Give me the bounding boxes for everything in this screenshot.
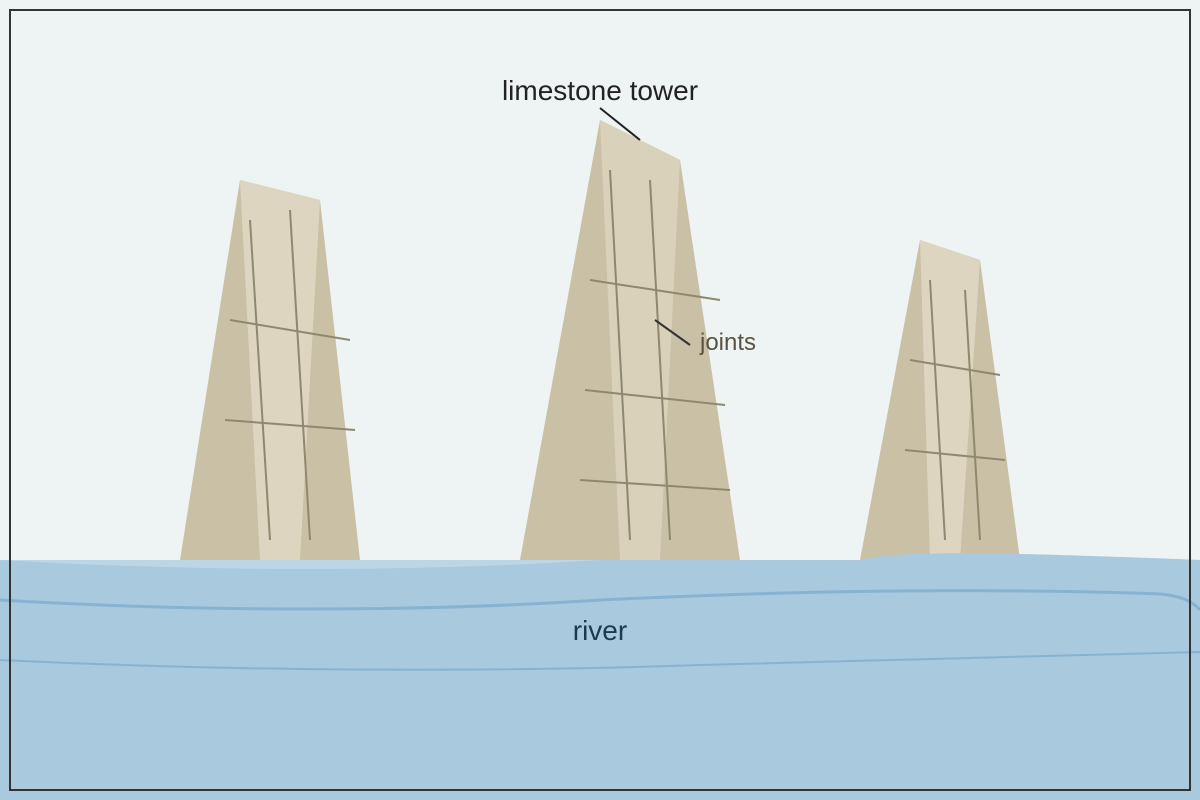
tower-middle-joints (579, 169, 731, 541)
joints-leader-line (654, 319, 691, 346)
tower-right-light-face (920, 240, 980, 560)
joint-line (904, 449, 1006, 461)
tower-right-joints (904, 279, 1006, 541)
joint-line (909, 359, 1001, 376)
tower-middle-light-face (600, 120, 680, 560)
tower-left (180, 180, 360, 560)
joint-line (609, 169, 631, 541)
river-highlight (0, 560, 600, 569)
joints-label: joints (699, 329, 756, 356)
tower-middle (520, 120, 740, 560)
river-body (0, 553, 1200, 800)
joint-line (584, 389, 726, 406)
river-water (0, 553, 1200, 800)
joint-line (229, 319, 351, 341)
diagram-frame (9, 9, 1191, 791)
river-label: river (573, 615, 627, 646)
tower-left-joints (224, 209, 356, 541)
tower-label: limestone tower (502, 75, 698, 106)
joint-line (249, 219, 271, 541)
joint-line (579, 479, 731, 491)
joint-line (964, 289, 981, 541)
joint-line (289, 209, 311, 541)
joint-line (224, 419, 356, 431)
joint-line (929, 279, 946, 541)
river-ripple (0, 651, 1200, 671)
river-ripple (0, 589, 1200, 611)
tower-right (860, 240, 1020, 560)
joint-line (649, 179, 671, 541)
joint-line (589, 279, 721, 301)
tower-leader-line (599, 107, 641, 141)
tower-left-light-face (240, 180, 320, 560)
